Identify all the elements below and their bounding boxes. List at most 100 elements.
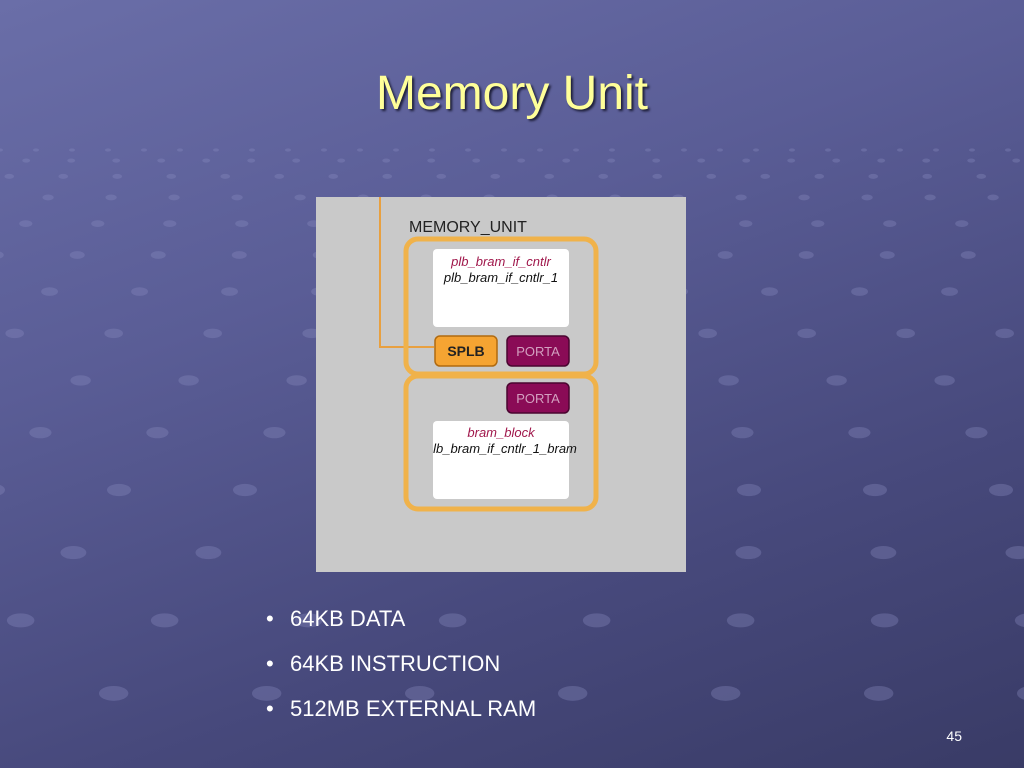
- background-dot: [645, 148, 651, 152]
- background-dot: [131, 287, 148, 296]
- background-dot: [105, 148, 111, 152]
- background-dot: [0, 485, 5, 495]
- bram-frame: [403, 373, 599, 512]
- background-dot: [19, 220, 33, 228]
- background-dot: [544, 173, 555, 179]
- background-dot: [6, 613, 35, 628]
- background-dot: [941, 287, 958, 296]
- background-dot: [1016, 687, 1024, 700]
- bullet-marker: •: [266, 651, 274, 676]
- background-dot: [382, 158, 391, 163]
- background-dot: [150, 251, 166, 259]
- background-dot: [472, 158, 481, 163]
- background-dot: [321, 148, 327, 152]
- splb-port: [434, 335, 498, 367]
- background-dot: [742, 158, 751, 163]
- background-dot: [562, 158, 571, 163]
- background-dot: [753, 148, 759, 152]
- memory-unit-header: MEMORY_UNIT: [409, 219, 527, 236]
- background-dot: [178, 375, 199, 386]
- background-dot: [150, 613, 179, 628]
- background-dot: [33, 148, 39, 152]
- controller-inner-box: [433, 249, 569, 327]
- porta-port-top: [506, 335, 570, 367]
- background-dot: [247, 158, 256, 163]
- background-dot: [863, 685, 894, 701]
- background-dot: [537, 148, 543, 152]
- bullet-marker: •: [266, 696, 274, 721]
- background-dot: [969, 148, 975, 152]
- background-dot: [989, 483, 1013, 497]
- background-dot: [826, 375, 847, 386]
- bullet-item: •64KB DATA: [266, 604, 536, 649]
- slide-number: 45: [946, 728, 962, 744]
- background-dot: [798, 251, 814, 259]
- background-dot: [104, 328, 123, 339]
- bullet-text: 512MB EXTERNAL RAM: [290, 696, 537, 721]
- background-dot: [286, 375, 307, 386]
- background-dot: [231, 194, 243, 201]
- memory-unit-diagram: MEMORY_UNIT plb_bram_if_cntlr plb_bram_i…: [316, 197, 686, 572]
- background-dot: [231, 251, 247, 259]
- background-dot: [811, 220, 825, 228]
- background-dot: [382, 173, 393, 179]
- background-dot: [896, 328, 915, 339]
- background-dot: [607, 158, 616, 163]
- porta-port-bottom-label: PORTA: [516, 391, 560, 406]
- background-dot: [879, 251, 895, 259]
- splb-port-label: SPLB: [447, 343, 484, 359]
- bram-type-label: bram_block: [467, 425, 536, 440]
- background-dot: [393, 148, 399, 152]
- background-dot: [832, 158, 841, 163]
- background-dot: [1005, 148, 1011, 152]
- background-dot: [1014, 613, 1024, 627]
- background-dot: [706, 173, 717, 179]
- background-dot: [861, 148, 867, 152]
- background-dot: [337, 158, 346, 163]
- background-dot: [710, 685, 741, 701]
- bus-connection-line: [379, 197, 434, 348]
- background-dot: [429, 148, 435, 152]
- background-dot: [163, 220, 177, 228]
- background-dot: [787, 158, 796, 163]
- background-dot: [41, 287, 58, 296]
- background-dot: [436, 173, 447, 179]
- background-dot: [22, 158, 31, 163]
- background-dot: [58, 173, 69, 179]
- background-dot: [760, 173, 771, 179]
- background-dot: [112, 158, 121, 163]
- background-dot: [98, 685, 129, 701]
- background-dot: [573, 148, 579, 152]
- background-dot: [195, 546, 222, 560]
- background-dot: [955, 220, 969, 228]
- background-dot: [501, 148, 507, 152]
- background-dot: [202, 158, 211, 163]
- background-dot: [789, 148, 795, 152]
- background-dot: [870, 546, 897, 560]
- background-dot: [166, 173, 177, 179]
- background-dot: [105, 194, 117, 201]
- background-dot: [735, 194, 747, 201]
- porta-port-top-label: PORTA: [516, 344, 560, 359]
- background-dot: [652, 158, 661, 163]
- controller-instance-label: plb_bram_if_cntlr_1: [443, 270, 558, 285]
- background-dot: [69, 148, 75, 152]
- background-dot: [141, 148, 147, 152]
- background-dot: [60, 546, 87, 560]
- background-dot: [220, 173, 231, 179]
- background-dot: [235, 220, 249, 228]
- background-dot: [922, 158, 931, 163]
- background-dot: [870, 613, 899, 628]
- background-dot: [249, 148, 255, 152]
- bram-inner-box: [433, 421, 569, 499]
- background-dot: [863, 483, 887, 497]
- background-dot: [797, 328, 816, 339]
- bullet-text: 64KB INSTRUCTION: [290, 651, 501, 676]
- background-dot: [357, 148, 363, 152]
- background-dot: [233, 483, 257, 497]
- background-dot: [29, 426, 52, 439]
- background-dot: [517, 158, 526, 163]
- background-dot: [251, 685, 282, 701]
- background-dot: [965, 426, 988, 439]
- slide-title: Memory Unit: [375, 67, 649, 120]
